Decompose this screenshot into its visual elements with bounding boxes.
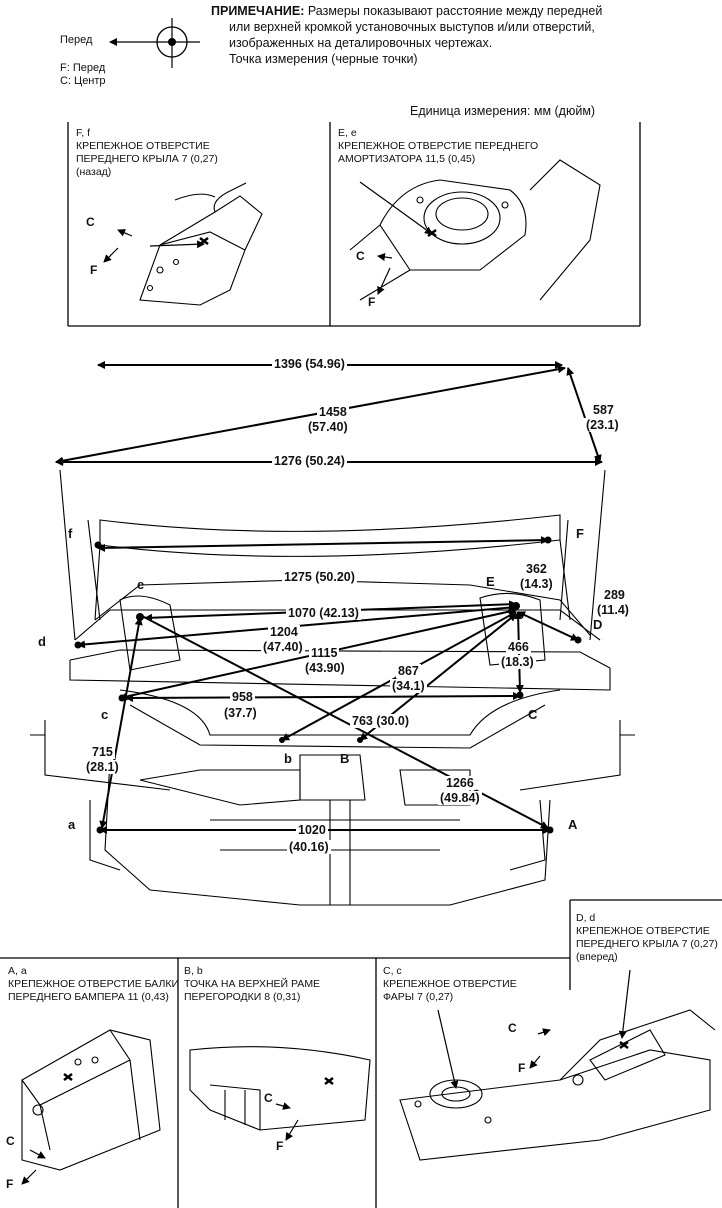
detail-b-line-2: ПЕРЕГОРОДКИ 8 (0,31): [184, 991, 301, 1003]
detail-c-f-marker: F: [518, 1061, 526, 1075]
note-line-4: Точка измерения (черные точки): [229, 52, 418, 66]
dim-466-value: 466: [506, 640, 531, 655]
detail-b-title: B, b: [184, 965, 203, 977]
dim-587-value: 587: [591, 403, 616, 418]
dim-763: 763 (30.0): [350, 714, 411, 729]
point-c-small: c: [101, 707, 109, 722]
dim-715-inch: (28.1): [84, 760, 121, 775]
point-e-small: e: [137, 577, 145, 592]
point-a-small: a: [68, 817, 76, 832]
detail-a-sketch: [21, 1029, 161, 1171]
detail-a-f-marker: F: [6, 1177, 14, 1191]
detail-a-line-2: ПЕРЕДНЕГО БАМПЕРА 11 (0,43): [8, 991, 169, 1003]
dim-1204-value: 1204: [268, 625, 300, 640]
top-panels-frame: [67, 122, 641, 327]
bottom-panels-frame: [0, 899, 722, 1208]
legend-f-label: F: Перед: [60, 62, 106, 74]
detail-c-title: C, c: [383, 965, 402, 977]
note-heading: ПРИМЕЧАНИЕ:: [211, 4, 305, 18]
detail-e-line-2: АМОРТИЗАТОРА 11,5 (0,45): [338, 153, 476, 165]
detail-d-line-2: ПЕРЕДНЕГО КРЫЛА 7 (0,27): [576, 938, 718, 950]
detail-f-line-1: КРЕПЕЖНОЕ ОТВЕРСТИЕ: [76, 140, 210, 152]
front-arrow-label: Перед: [60, 34, 93, 46]
dim-1070: 1070 (42.13): [286, 606, 361, 621]
detail-d-title: D, d: [576, 912, 596, 924]
dim-362-value: 362: [524, 562, 549, 577]
detail-c-sketch: [399, 1009, 716, 1161]
dim-867-value: 867: [396, 664, 421, 679]
dim-1275: 1275 (50.20): [282, 570, 357, 585]
note-line-3: изображенных на деталировочных чертежах.: [229, 36, 493, 50]
note-line-2: или верхней кромкой установочных выступо…: [229, 20, 595, 34]
dim-289-value: 289: [602, 588, 627, 603]
detail-b-arrows: [275, 1102, 299, 1141]
dim-1396: 1396 (54.96): [272, 357, 347, 372]
detail-e-title: E, e: [338, 127, 357, 139]
dim-1204-inch: (47.40): [261, 640, 305, 655]
note-line-1: ПРИМЕЧАНИЕ: Размеры показывают расстояни…: [211, 4, 602, 18]
measurement-lines: [55, 361, 603, 834]
detail-c-arrows: [437, 969, 631, 1089]
dim-867-inch: (34.1): [390, 679, 427, 694]
detail-e-line-1: КРЕПЕЖНОЕ ОТВЕРСТИЕ ПЕРЕДНЕГО: [338, 140, 539, 152]
dim-466-inch: (18.3): [499, 655, 536, 670]
detail-c-line-2: ФАРЫ 7 (0,27): [383, 991, 454, 1003]
dim-1266-value: 1266: [444, 776, 476, 791]
dim-1115-value: 1115: [309, 646, 340, 661]
dim-958-inch: (37.7): [222, 706, 259, 721]
dim-1458-value: 1458: [317, 405, 349, 420]
point-f-small: f: [68, 526, 73, 541]
detail-a-c-marker: C: [6, 1134, 15, 1148]
dim-958-value: 958: [230, 690, 255, 705]
detail-f-line-3: (назад): [76, 166, 112, 178]
point-a-big: A: [568, 817, 578, 832]
detail-a-line-1: КРЕПЕЖНОЕ ОТВЕРСТИЕ БАЛКИ: [8, 978, 180, 990]
dim-1458-inch: (57.40): [306, 420, 350, 435]
dim-1266-inch: (49.84): [438, 791, 482, 806]
dim-1115-inch: (43.90): [303, 661, 347, 676]
detail-b-sketch: [189, 1046, 371, 1131]
dim-1020-inch: (40.16): [287, 840, 331, 855]
detail-d-line-1: КРЕПЕЖНОЕ ОТВЕРСТИЕ: [576, 925, 710, 937]
detail-a-arrows: [21, 1149, 46, 1185]
detail-e-arrows: [359, 181, 433, 295]
detail-b-c-marker: C: [264, 1091, 273, 1105]
detail-b-f-marker: F: [276, 1139, 284, 1153]
note-text-1: Размеры показывают расстояние между пере…: [307, 4, 603, 18]
detail-b-line-1: ТОЧКА НА ВЕРХНЕЙ РАМЕ: [184, 978, 321, 990]
detail-e-f-marker: F: [368, 295, 376, 309]
detail-d-line-3: (вперед): [576, 951, 618, 963]
detail-e-c-marker: C: [356, 249, 365, 263]
unit-label: Единица измерения: мм (дюйм): [410, 104, 596, 118]
detail-c-line-1: КРЕПЕЖНОЕ ОТВЕРСТИЕ: [383, 978, 517, 990]
detail-c-c-marker: C: [508, 1021, 517, 1035]
point-b-small: b: [284, 751, 292, 766]
point-b-big: B: [340, 751, 350, 766]
detail-a-title: A, a: [8, 965, 27, 977]
dim-1276: 1276 (50.24): [272, 454, 347, 469]
dim-1020-value: 1020: [296, 823, 328, 838]
detail-f-arrows: [103, 229, 205, 263]
detail-f-title: F, f: [76, 127, 91, 139]
dim-715-value: 715: [90, 745, 115, 760]
detail-e-sketch: [349, 159, 601, 301]
point-e-big: E: [486, 574, 495, 589]
point-d-small: d: [38, 634, 46, 649]
vehicle-body-outline: [30, 469, 635, 906]
point-c-big: C: [528, 707, 538, 722]
dim-289-inch: (11.4): [595, 603, 631, 618]
point-f-big: F: [576, 526, 584, 541]
dim-587-inch: (23.1): [584, 418, 621, 433]
front-arrow-symbol: [109, 18, 200, 68]
detail-f-line-2: ПЕРЕДНЕГО КРЫЛА 7 (0,27): [76, 153, 218, 165]
dim-362-inch: (14.3): [518, 577, 555, 592]
point-d-big: D: [593, 617, 603, 632]
measurement-points: [74, 536, 582, 834]
legend-c-label: C: Центр: [60, 75, 106, 87]
detail-f-f-marker: F: [90, 263, 98, 277]
detail-f-c-marker: C: [86, 215, 95, 229]
